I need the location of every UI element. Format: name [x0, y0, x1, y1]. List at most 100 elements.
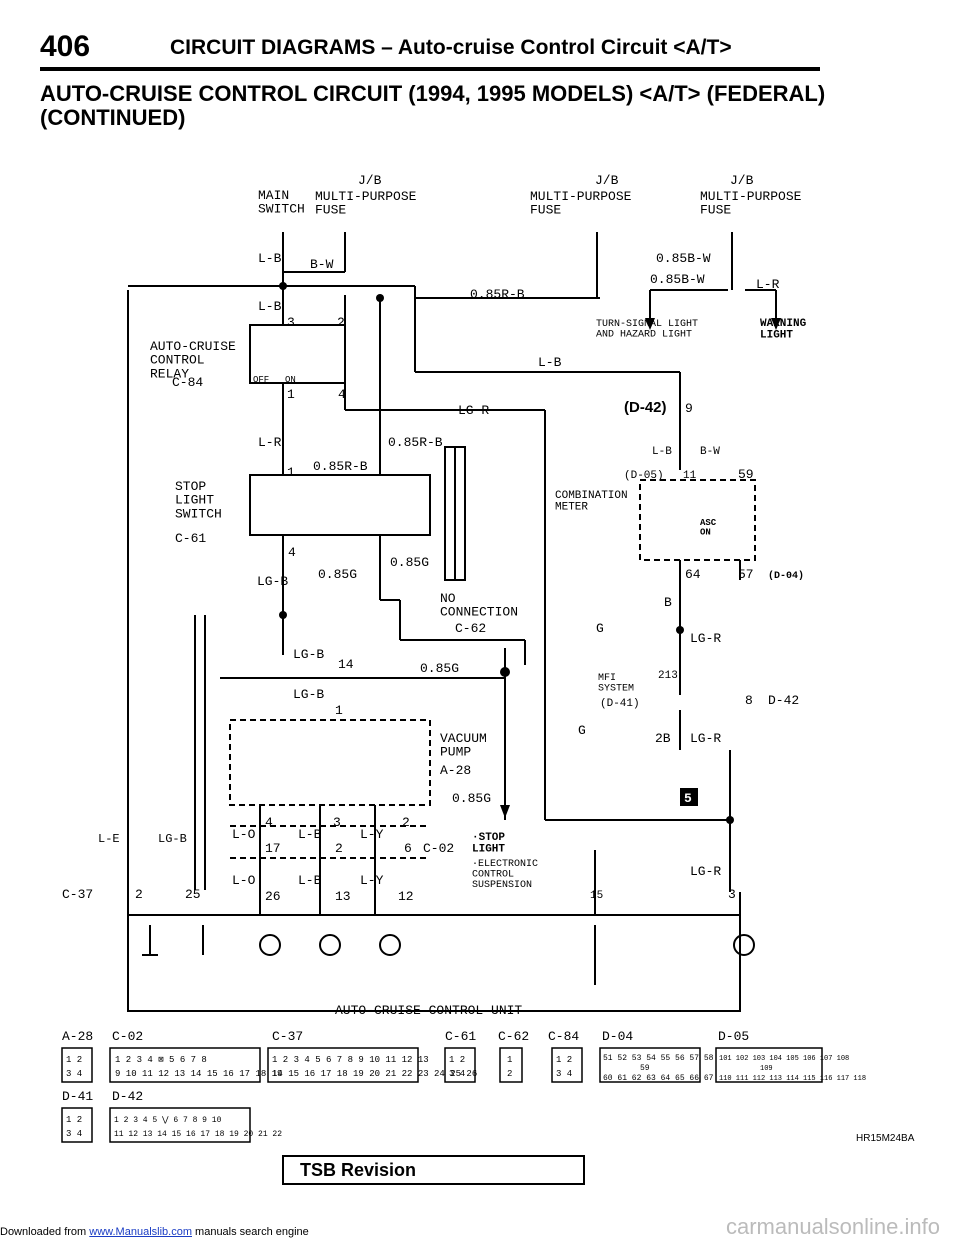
c02-label: C-02 — [423, 841, 454, 856]
a28-pins: 1 2 — [66, 1055, 82, 1065]
conn-c62-label: C-62 — [498, 1029, 529, 1044]
wire-085rb-top: 0.85R-B — [470, 287, 525, 302]
footer: Downloaded from www.Manualslib.com manua… — [0, 1226, 309, 1238]
wire-lgb: LG-B — [257, 574, 288, 589]
d04-row1-pins: 51 52 53 54 55 56 57 58 — [603, 1054, 714, 1063]
d41-pins: 1 2 — [66, 1115, 82, 1125]
wire-lb1: L-B — [258, 251, 282, 266]
c37-label: C-37 — [62, 887, 93, 902]
page-header-title: CIRCUIT DIAGRAMS – Auto-cruise Control C… — [170, 36, 732, 59]
wire-lgb2: LG-B — [293, 647, 324, 662]
c61-pins: 1 2 — [449, 1055, 465, 1065]
wire-bw2: B-W — [700, 446, 720, 458]
wire-le: L-E — [98, 832, 120, 846]
c62-pins: 1 — [507, 1055, 512, 1065]
jb3-label: J/B — [730, 173, 754, 188]
d05-label: (D-05) — [624, 470, 664, 482]
footer-prefix: Downloaded from — [0, 1226, 87, 1238]
wire-lb3: L-B — [538, 355, 562, 370]
pin3d: 3 — [728, 887, 736, 902]
wire-lr2: L-R — [258, 435, 282, 450]
unit-label: AUTO-CRUISE CONTROL UNIT — [335, 1003, 522, 1018]
header-rule — [40, 67, 820, 71]
page-number: 406 — [40, 30, 91, 63]
wire-lgr: LG-R — [458, 403, 489, 418]
c02-row1-pins: 1 2 3 4 ⊠ 5 6 7 8 — [115, 1055, 207, 1065]
wire-lb-d42: L-B — [652, 446, 672, 458]
wire-lgr3: LG-R — [690, 731, 721, 746]
wire-085bw1: 0.85B-W — [656, 251, 711, 266]
d05-row2-pins: 110 111 112 113 114 115 116 117 118 — [719, 1075, 866, 1083]
wire-lb5: L-B — [298, 873, 322, 888]
pin57: 57 — [738, 567, 754, 582]
watermark: carmanualsonline.info — [725, 1214, 940, 1239]
relay-pin3: 3 — [287, 315, 295, 330]
wire-lgr2: LG-R — [690, 631, 721, 646]
wire-085g2: 0.85G — [390, 555, 429, 570]
pin6: 6 — [404, 841, 412, 856]
wire-g: G — [596, 621, 604, 636]
pin1d: 1 — [335, 703, 343, 718]
tsb-label: TSB Revision — [300, 1160, 417, 1180]
d42-label: (D-42) — [624, 399, 667, 416]
jb1-label: J/B — [358, 173, 382, 188]
conn-c84-label: C-84 — [548, 1029, 579, 1044]
wire-lgb3: LG-B — [293, 687, 324, 702]
stop-switch-connector: C-61 — [175, 531, 206, 546]
wire-bw: B-W — [310, 257, 334, 272]
vacuum-pump-conn: A-28 — [440, 763, 471, 778]
conn-c02-label: C-02 — [112, 1029, 143, 1044]
stop-pin4: 4 — [288, 545, 296, 560]
relay-connector: C-84 — [172, 375, 203, 390]
svg-text:2: 2 — [507, 1069, 512, 1079]
wire-g2: G — [578, 723, 586, 738]
tsb-box — [282, 1155, 585, 1185]
footer-suffix: manuals search engine — [191, 1226, 309, 1238]
relay-pin4: 4 — [338, 387, 346, 402]
pin17: 17 — [265, 841, 281, 856]
d04-row2-pins: 60 61 62 63 64 65 66 67 — [603, 1074, 714, 1083]
wire-085rb2: 0.85R-B — [388, 435, 443, 450]
svg-text:3 4: 3 4 — [449, 1069, 465, 1079]
wire-ly2: L-Y — [360, 873, 384, 888]
d04-label: (D-04) — [768, 570, 804, 582]
badge-5-bg — [680, 788, 698, 806]
pin64: 64 — [685, 567, 701, 582]
pin2f: 2 — [335, 841, 343, 856]
relay-off: OFF — [253, 375, 269, 385]
pin11: 11 — [683, 470, 697, 482]
c84-pins: 1 2 — [556, 1055, 572, 1065]
ground-symbols — [142, 925, 755, 985]
svg-text:3 4: 3 4 — [556, 1069, 572, 1079]
pin4c: 4 — [265, 815, 273, 830]
conn-d05-label: D-05 — [718, 1029, 749, 1044]
footer-link[interactable]: www.Manualslib.com — [89, 1226, 192, 1238]
wire-ly: L-Y — [360, 827, 384, 842]
c37-row2-pins: 14 15 16 17 18 19 20 21 22 23 24 25 26 — [272, 1069, 477, 1079]
pin25: 25 — [185, 887, 201, 902]
pin9: 9 — [685, 401, 693, 416]
wire-085g3: 0.85G — [420, 661, 459, 676]
conn-d04-label: D-04 — [602, 1029, 633, 1044]
relay-on: ON — [285, 375, 296, 385]
connector-pin-text: 1 2 3 4 ⊠ 5 6 7 8 9 10 11 12 13 14 15 16… — [66, 1054, 866, 1139]
pin8: 8 — [745, 693, 753, 708]
pin14: 14 — [338, 657, 354, 672]
pin13: 13 — [335, 889, 351, 904]
c37-row1-pins: 1 2 3 4 5 6 7 8 9 10 11 12 13 — [272, 1055, 429, 1065]
wire-b: B — [664, 595, 672, 610]
connector-faces — [61, 1047, 823, 1143]
